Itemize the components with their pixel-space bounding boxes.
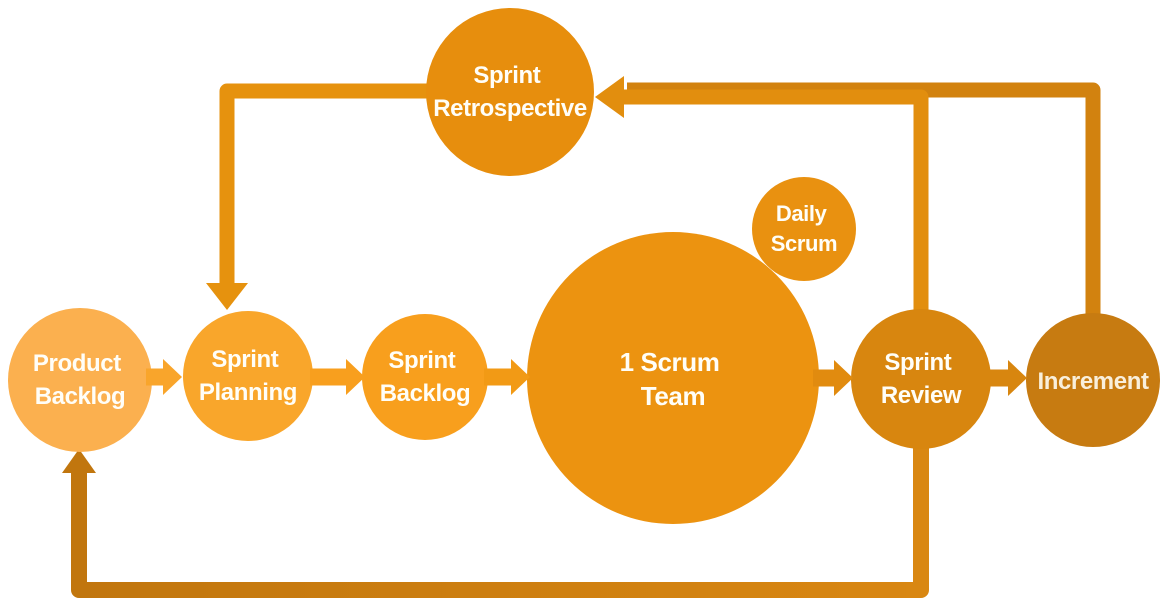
sprint-planning-label: Sprint Planning: [199, 346, 297, 406]
flow-arrow-backlog-to-team: [484, 359, 530, 395]
sprint-review-label-line2: Review: [881, 382, 962, 409]
arrowhead-into-product-backlog: [62, 449, 96, 473]
sprint-retrospective-circle: [426, 8, 594, 176]
scrum-team-label-line2: Team: [641, 381, 705, 411]
daily-scrum-label: Daily Scrum: [771, 201, 837, 256]
sprint-retrospective-label-line1: Sprint: [473, 62, 540, 89]
connector-retrospective-to-planning: [219, 83, 442, 286]
sprint-review-circle: [851, 309, 991, 449]
sprint-backlog-label-line1: Sprint: [388, 347, 455, 374]
connector-review-to-retrospective: [622, 89, 929, 314]
daily-scrum-label-line2: Scrum: [771, 231, 837, 256]
daily-scrum-circle: [752, 177, 856, 281]
sprint-retrospective-label: Sprint Retrospective: [433, 62, 587, 122]
arrowhead-into-retrospective: [595, 76, 624, 118]
arrowhead-into-planning: [206, 283, 248, 310]
scrum-team-label-line1: 1 Scrum: [620, 347, 720, 377]
product-backlog-label-line2: Backlog: [35, 383, 126, 410]
flow-arrow-team-to-review: [813, 360, 853, 396]
flow-arrow-review-to-increment: [987, 360, 1027, 396]
sprint-backlog-label: Sprint Backlog: [380, 347, 471, 407]
product-backlog-label-line1: Product: [33, 350, 121, 377]
sprint-backlog-circle: [362, 314, 488, 440]
increment-label: Increment: [1037, 368, 1149, 395]
increment-circle: [1026, 313, 1160, 447]
scrum-team-label: 1 Scrum Team: [620, 347, 727, 411]
sprint-backlog-label-line2: Backlog: [380, 380, 471, 407]
sprint-review-label-line1: Sprint: [884, 349, 951, 376]
sprint-planning-label-line2: Planning: [199, 379, 297, 406]
sprint-review-label: Sprint Review: [881, 349, 962, 409]
product-backlog-circle: [8, 308, 152, 452]
flow-arrow-product-to-planning: [146, 359, 182, 395]
sprint-planning-circle: [183, 311, 313, 441]
product-backlog-label: Product Backlog: [33, 350, 127, 410]
sprint-retrospective-label-line2: Retrospective: [433, 95, 587, 122]
scrum-team-circle: [527, 232, 819, 524]
daily-scrum-label-line1: Daily: [776, 201, 828, 226]
flow-arrow-planning-to-backlog: [310, 359, 365, 395]
sprint-planning-label-line1: Sprint: [211, 346, 278, 373]
connector-review-to-product-loop: [71, 448, 929, 598]
